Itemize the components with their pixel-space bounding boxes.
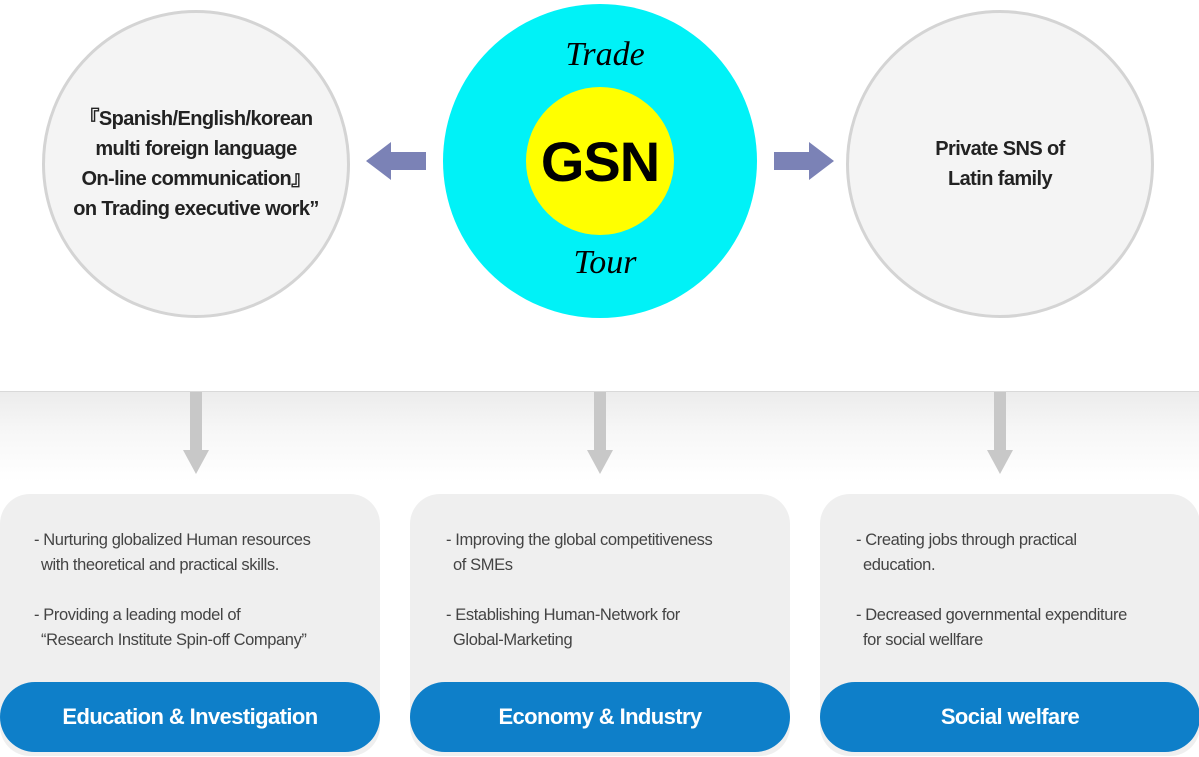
right-circle-private-sns: Private SNS of Latin family xyxy=(846,10,1154,318)
down-arrow-icon xyxy=(587,392,613,474)
left-circle-language-communication: 『Spanish/English/korean multi foreign la… xyxy=(42,10,350,318)
bullet-line: “Research Institute Spin-off Company” xyxy=(41,631,307,649)
bullet-item: - Establishing Human-Network for Global-… xyxy=(446,603,776,653)
bullet-line: - Nurturing globalized Human resources xyxy=(34,531,311,549)
left-arrow-icon xyxy=(366,142,426,180)
bullet-item: - Creating jobs through practical educat… xyxy=(856,528,1186,578)
bullet-item: - Improving the global competitiveness o… xyxy=(446,528,776,578)
bullet-line: - Establishing Human-Network for xyxy=(446,606,680,624)
bullet-line: with theoretical and practical skills. xyxy=(41,556,279,574)
education-bullets: - Nurturing globalized Human resources w… xyxy=(34,528,364,678)
gsn-core-label: GSN xyxy=(540,129,660,193)
left-circle-line: multi foreign language xyxy=(95,138,297,160)
tour-label: Tour xyxy=(573,244,637,281)
bullet-item: - Providing a leading model of “Research… xyxy=(34,603,364,653)
bullet-line: - Improving the global competitiveness xyxy=(446,531,713,549)
left-circle-line: On-line communication』 xyxy=(81,168,311,190)
social-welfare-label: Social welfare xyxy=(820,682,1199,752)
bullet-line: - Providing a leading model of xyxy=(34,606,241,624)
bullet-item: - Decreased governmental expenditure for… xyxy=(856,603,1186,653)
bullet-line: of SMEs xyxy=(453,556,513,574)
social-bullets: - Creating jobs through practical educat… xyxy=(856,528,1186,678)
right-circle-line: Private SNS of xyxy=(935,138,1065,160)
right-arrow-icon xyxy=(774,142,834,180)
down-arrow-icon xyxy=(987,392,1013,474)
bullet-line: Global-Marketing xyxy=(453,631,573,649)
education-investigation-label: Education & Investigation xyxy=(0,682,380,752)
center-core-circle: GSN xyxy=(526,87,674,235)
right-circle-line: Latin family xyxy=(948,168,1053,190)
bullet-line: - Creating jobs through practical xyxy=(856,531,1077,549)
bullet-line: - Decreased governmental expenditure xyxy=(856,606,1127,624)
trade-label: Trade xyxy=(565,36,645,73)
left-circle-line: 『Spanish/English/korean xyxy=(79,108,314,130)
left-circle-line: on Trading executive work” xyxy=(73,198,319,220)
economy-bullets: - Improving the global competitiveness o… xyxy=(446,528,776,678)
down-arrow-icon xyxy=(183,392,209,474)
bullet-item: - Nurturing globalized Human resources w… xyxy=(34,528,364,578)
economy-industry-label: Economy & Industry xyxy=(410,682,790,752)
bullet-line: for social wellfare xyxy=(863,631,983,649)
bullet-line: education. xyxy=(863,556,936,574)
